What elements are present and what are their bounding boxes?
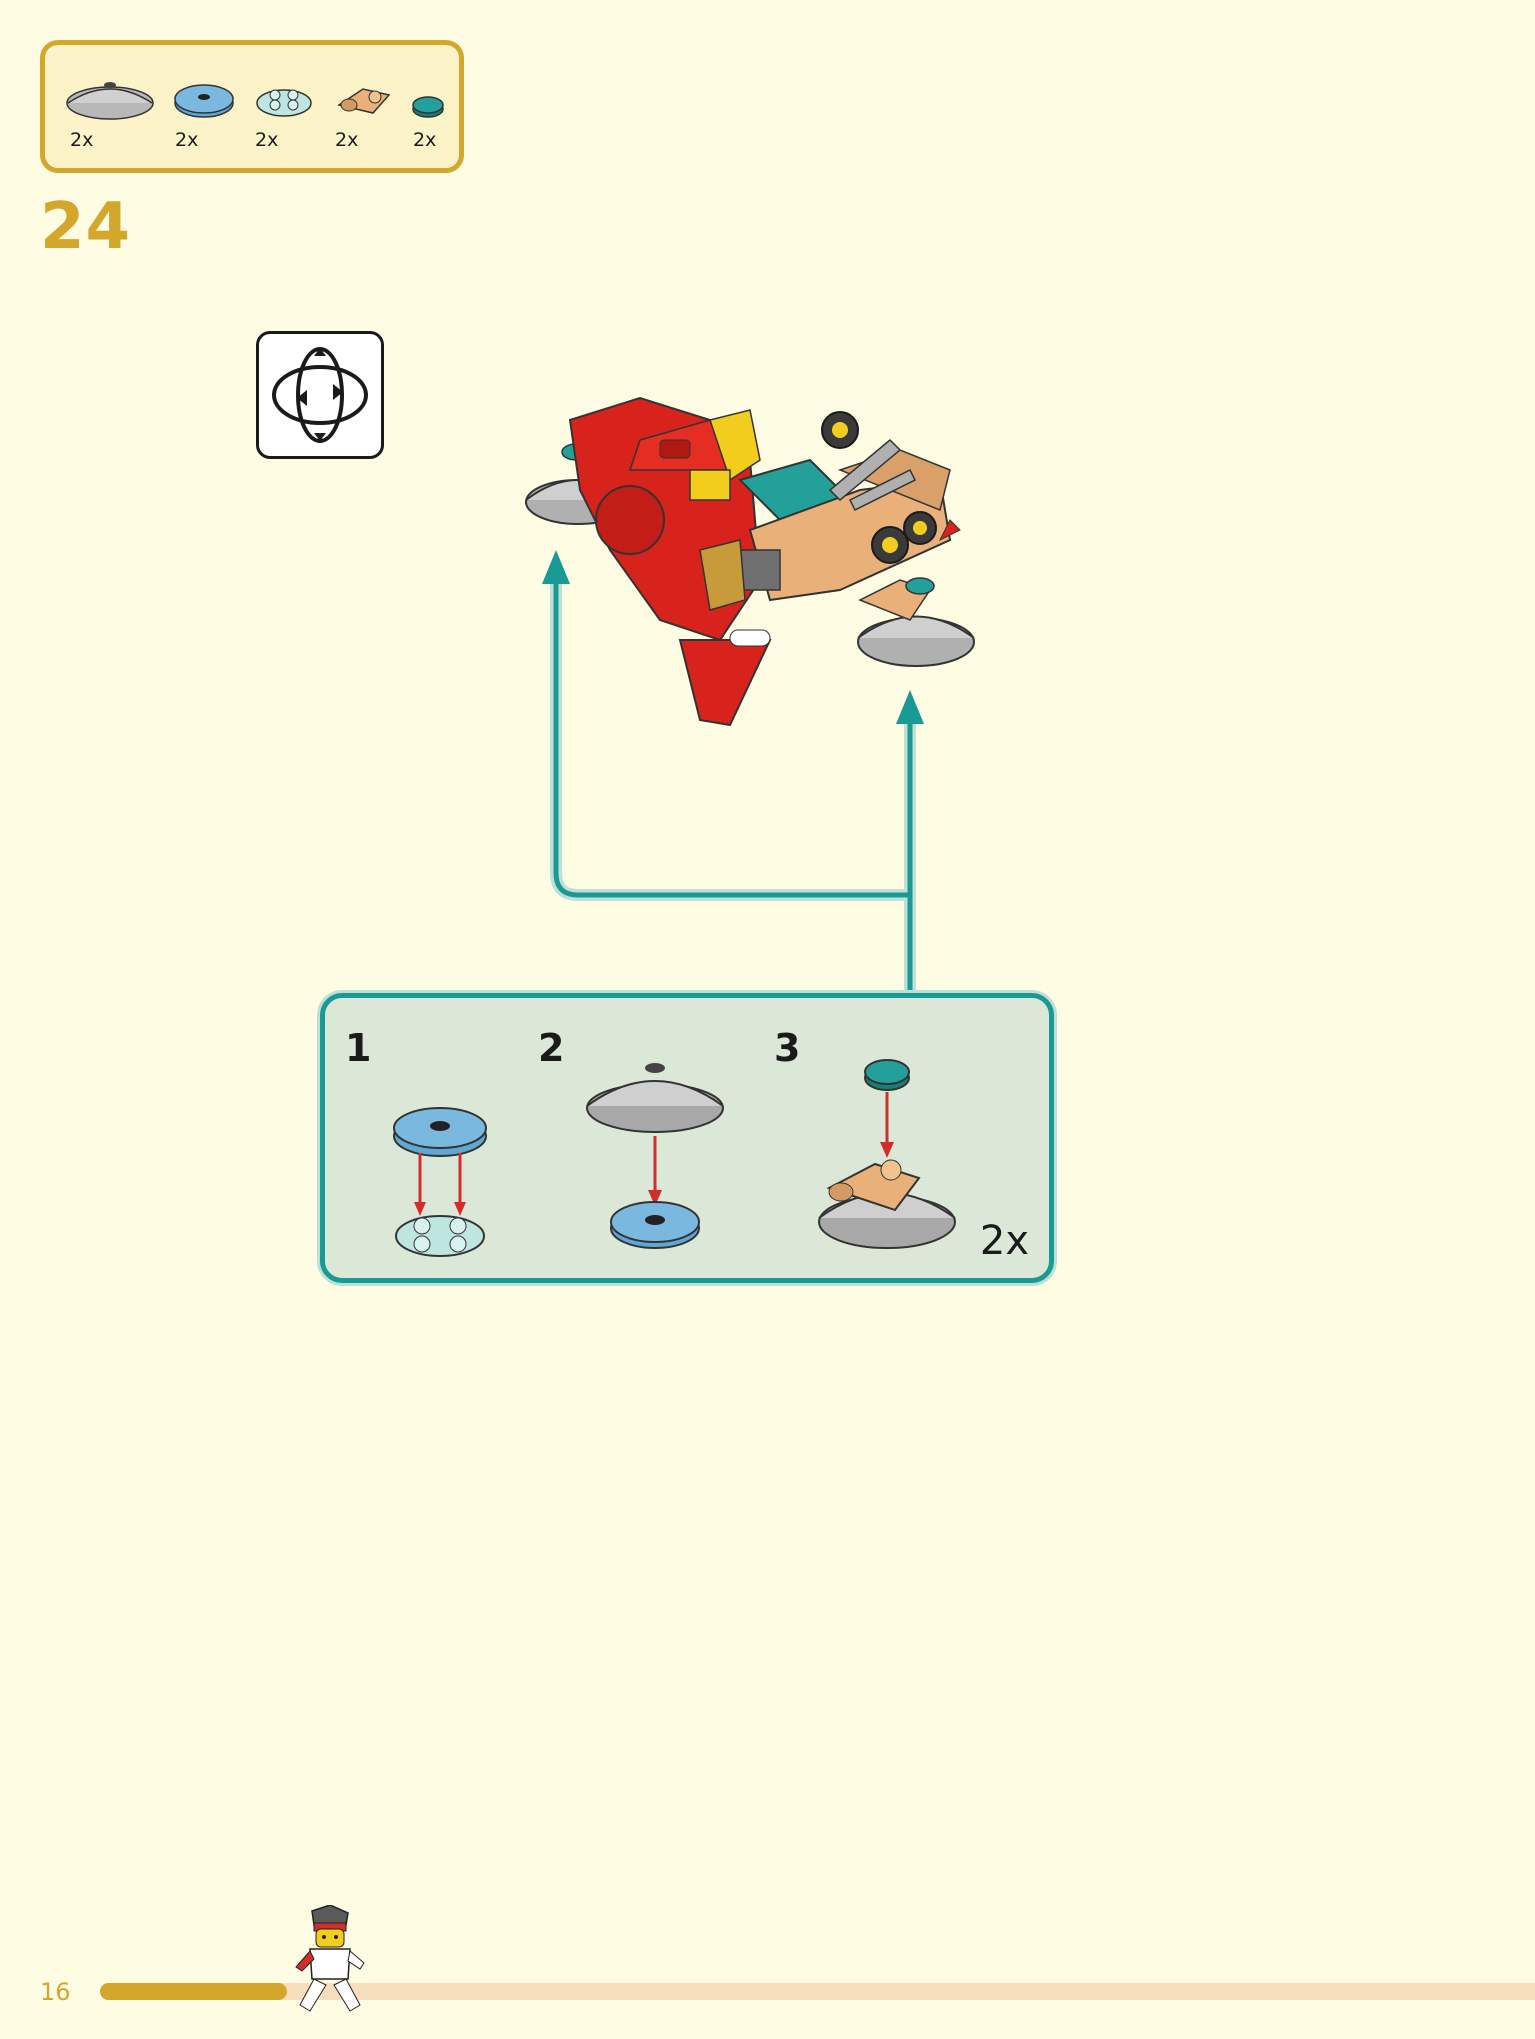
clear-round-plate-icon <box>256 89 312 117</box>
tan-clip-plate-icon <box>337 88 391 114</box>
part-teal-tile: 2x <box>405 45 451 168</box>
gray-dish-icon <box>66 82 154 120</box>
progress-bar <box>100 1983 1535 2000</box>
parts-list: 2x 2x 2x 2x 2x <box>40 40 464 173</box>
substep-3-illustration <box>818 1059 956 1249</box>
assembly-arrows <box>542 550 924 1000</box>
blue-round-tile-icon <box>174 84 234 118</box>
part-tan-clip: 2x <box>333 45 395 168</box>
model-illustration <box>525 396 975 727</box>
progress-fill <box>100 1983 287 2000</box>
substep-number: 1 <box>345 1026 372 1070</box>
rotate-model-icon <box>272 347 368 443</box>
part-qty: 2x <box>70 129 94 151</box>
part-clear-plate: 2x <box>253 45 315 168</box>
part-qty: 2x <box>335 129 359 151</box>
part-qty: 2x <box>175 129 199 151</box>
substep-2-illustration <box>586 1063 724 1249</box>
minifigure-icon <box>295 1905 365 2012</box>
teal-round-tile-icon <box>412 96 444 118</box>
part-blue-tile: 2x <box>173 45 235 168</box>
subassembly-box: 1 2 3 2x <box>320 993 1054 1283</box>
rotate-indicator <box>256 331 384 459</box>
subassembly-multiplier: 2x <box>979 1218 1029 1264</box>
part-qty: 2x <box>413 129 437 151</box>
page-number: 16 <box>40 1978 71 2006</box>
part-qty: 2x <box>255 129 279 151</box>
step-number: 24 <box>40 190 132 264</box>
part-gray-dish: 2x <box>65 45 155 168</box>
substep-number: 2 <box>538 1026 565 1070</box>
substep-number: 3 <box>774 1026 801 1070</box>
substep-1-illustration <box>393 1107 487 1257</box>
